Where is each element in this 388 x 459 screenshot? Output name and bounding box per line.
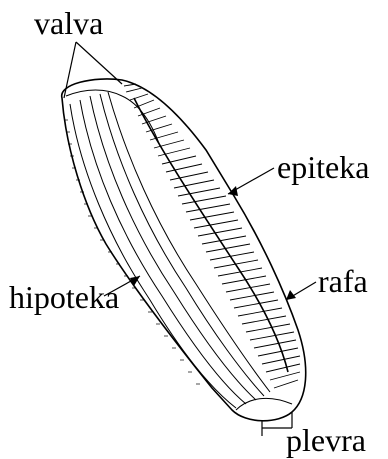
label-plevra: plevra — [286, 424, 366, 456]
girdle-line — [108, 92, 270, 392]
pointer-valva-1 — [64, 42, 76, 98]
valve-rim-upper — [66, 90, 160, 146]
raphe-line — [134, 98, 288, 372]
girdle-line — [70, 104, 236, 408]
girdle-lines — [70, 92, 270, 408]
valve-rim-lower — [236, 398, 292, 410]
arrowheads — [130, 186, 296, 300]
label-rafa: rafa — [318, 265, 368, 297]
girdle-line — [90, 96, 256, 400]
arrowhead-hipoteka — [130, 276, 140, 286]
label-hipoteka: hipoteka — [9, 281, 119, 313]
label-valva: valva — [34, 7, 103, 39]
pointer-valva-2 — [76, 42, 122, 84]
label-epiteka: epiteka — [277, 151, 369, 183]
